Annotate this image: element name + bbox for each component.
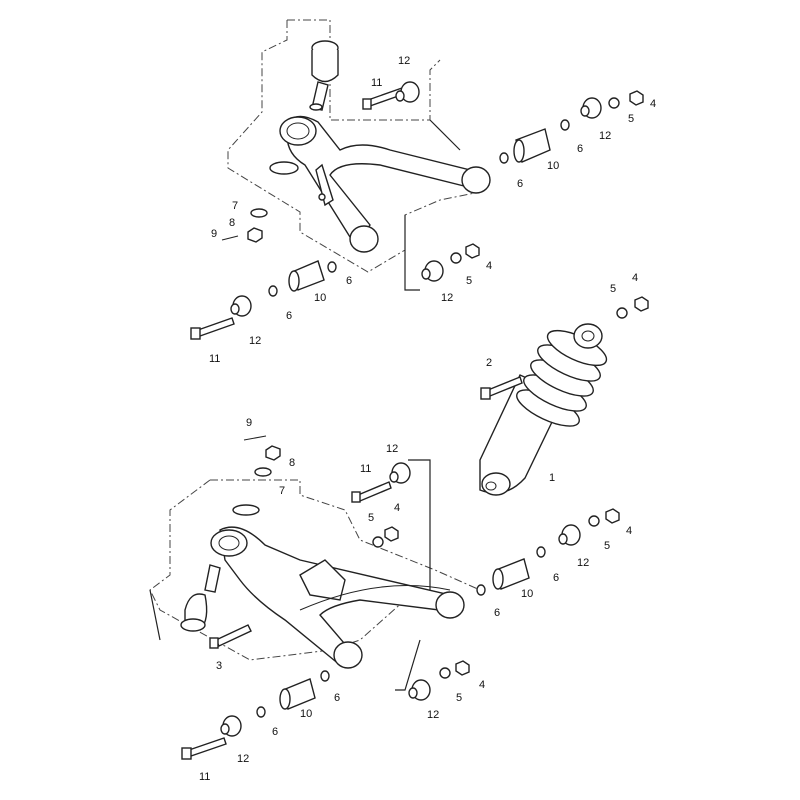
lower-a-arm-assembly: [149, 459, 481, 691]
callout: 4: [626, 525, 632, 537]
lower-dash-outline: [149, 479, 481, 661]
callout: 7: [232, 200, 238, 212]
callout: 12: [249, 335, 261, 347]
callout: 8: [229, 217, 235, 229]
callout: 10: [547, 160, 559, 172]
lower-hardware: [181, 435, 620, 760]
callout: 6: [517, 178, 523, 190]
callout: 5: [466, 275, 472, 287]
callout: 10: [300, 708, 312, 720]
callout: 4: [650, 98, 656, 110]
callout: 1: [549, 472, 555, 484]
callout: 11: [199, 771, 210, 783]
callout: 5: [628, 113, 634, 125]
callout: 11: [360, 463, 371, 475]
callout: 12: [577, 557, 589, 569]
callout: 8: [289, 457, 295, 469]
callout: 11: [371, 77, 382, 89]
callout: 6: [272, 726, 278, 738]
callout: 12: [386, 443, 398, 455]
callout: 3: [216, 660, 222, 672]
callout: 10: [521, 588, 533, 600]
callout: 5: [604, 540, 610, 552]
callout: 12: [398, 55, 410, 67]
lower-arm-body: [210, 504, 465, 669]
callout: 12: [427, 709, 439, 721]
upper-ball-joint: [309, 40, 339, 111]
callout-labels: 12 11 4 5 12 6 10 6 7 8 9 4 5 12 6 10 6 …: [199, 55, 656, 783]
callout: 4: [486, 260, 492, 272]
callout: 6: [494, 607, 500, 619]
upper-hardware: [190, 81, 644, 340]
callout: 12: [599, 130, 611, 142]
callout: 5: [610, 283, 616, 295]
callout: 7: [279, 485, 285, 497]
shock-absorber: [479, 296, 649, 496]
callout: 11: [209, 353, 220, 365]
callout: 6: [553, 572, 559, 584]
upper-arm-body: [269, 115, 491, 253]
callout: 4: [394, 502, 400, 514]
callout: 9: [211, 228, 217, 240]
callout: 4: [632, 272, 638, 284]
callout: 6: [346, 275, 352, 287]
lower-ball-joint: [180, 564, 221, 632]
callout: 6: [577, 143, 583, 155]
callout: 12: [237, 753, 249, 765]
callout: 6: [286, 310, 292, 322]
callout: 10: [314, 292, 326, 304]
upper-a-arm-assembly: [227, 19, 491, 291]
callout: 5: [368, 512, 374, 524]
shock-spring: [516, 329, 608, 427]
callout: 5: [456, 692, 462, 704]
callout: 4: [479, 679, 485, 691]
callout: 2: [486, 357, 492, 369]
callout: 6: [334, 692, 340, 704]
callout: 12: [441, 292, 453, 304]
callout: 9: [246, 417, 252, 429]
